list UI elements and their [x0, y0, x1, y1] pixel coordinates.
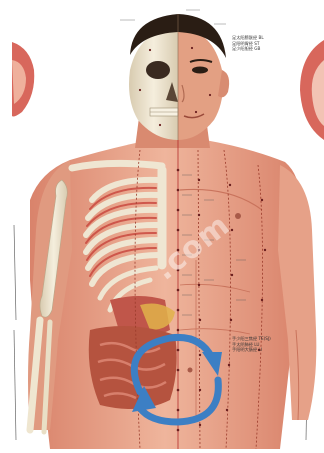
legend-upper-line-1: 足太阳膀胱经 BL	[232, 35, 264, 41]
legend-lower-line-1: 手少阳三焦经 TE(SJ)	[232, 336, 271, 342]
legend-upper-line-3: 足少阳胆经 GB	[232, 46, 264, 52]
legend-lower: 手少阳三焦经 TE(SJ) 手太阴肺经 LU 手阳明大肠经 LI	[232, 336, 271, 353]
legend-lower-line-3: 手阳明大肠经 LI	[232, 347, 271, 353]
legend-upper: 足太阳膀胱经 BL 足阳明胃经 ST 足少阳胆经 GB	[232, 35, 264, 52]
